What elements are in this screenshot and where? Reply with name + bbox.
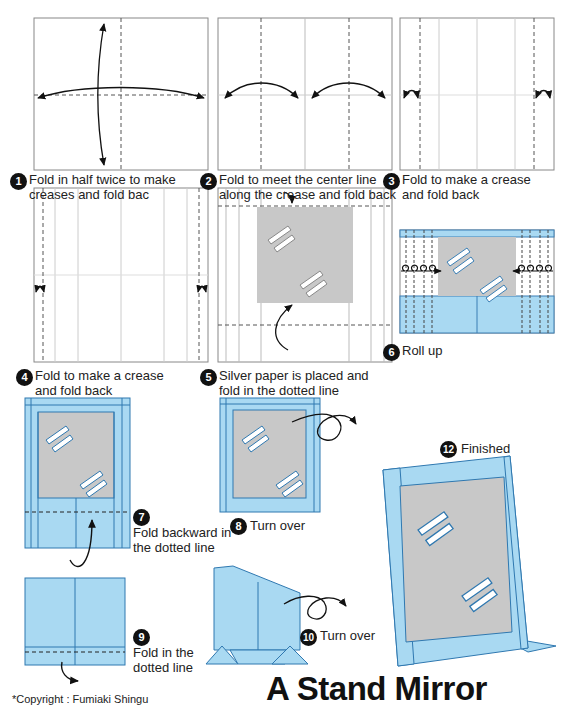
step-5-paper (218, 188, 392, 362)
step-number: 3 (383, 173, 400, 190)
step-number: 8 (230, 518, 247, 535)
diagram-title: A Stand Mirror (266, 670, 487, 708)
step-9-paper (25, 578, 125, 681)
step-caption: Turn over (250, 518, 340, 533)
step-number: 12 (440, 441, 457, 458)
step-caption: Turn over (320, 628, 410, 643)
step-7-paper (25, 398, 130, 567)
step-number: 6 (383, 344, 400, 361)
step-caption: Roll up (402, 343, 522, 358)
step-caption: Fold to make a crease and fold back (402, 172, 542, 202)
copyright-note: *Copyright : Fumiaki Shingu (12, 693, 148, 705)
step-caption: Fold in the dotted line (133, 645, 211, 675)
step-number: 5 (200, 369, 217, 386)
step-2-paper (218, 18, 392, 170)
step-6-paper (400, 230, 554, 333)
step-4-paper (34, 188, 208, 362)
step-number: 2 (200, 173, 217, 190)
step-caption: Fold to make a crease and fold back (35, 368, 181, 398)
step-8-paper (220, 398, 356, 512)
step-number: 1 (10, 173, 27, 190)
step-caption: Silver paper is placed and fold in the d… (219, 368, 389, 398)
step-number: 7 (133, 509, 150, 526)
step-10-paper (206, 566, 346, 664)
step-number: 4 (16, 369, 33, 386)
step-1-paper (34, 18, 208, 170)
step-3-paper (400, 18, 554, 170)
step-number: 10 (300, 629, 317, 646)
step-12-mirror (383, 456, 556, 666)
step-caption: Fold to meet the center line along the c… (219, 172, 404, 202)
step-caption: Fold in half twice to make creases and f… (29, 172, 211, 202)
step-caption: Finished (461, 441, 551, 456)
step-caption: Fold backward in the dotted line (133, 525, 237, 555)
step-number: 9 (133, 629, 150, 646)
